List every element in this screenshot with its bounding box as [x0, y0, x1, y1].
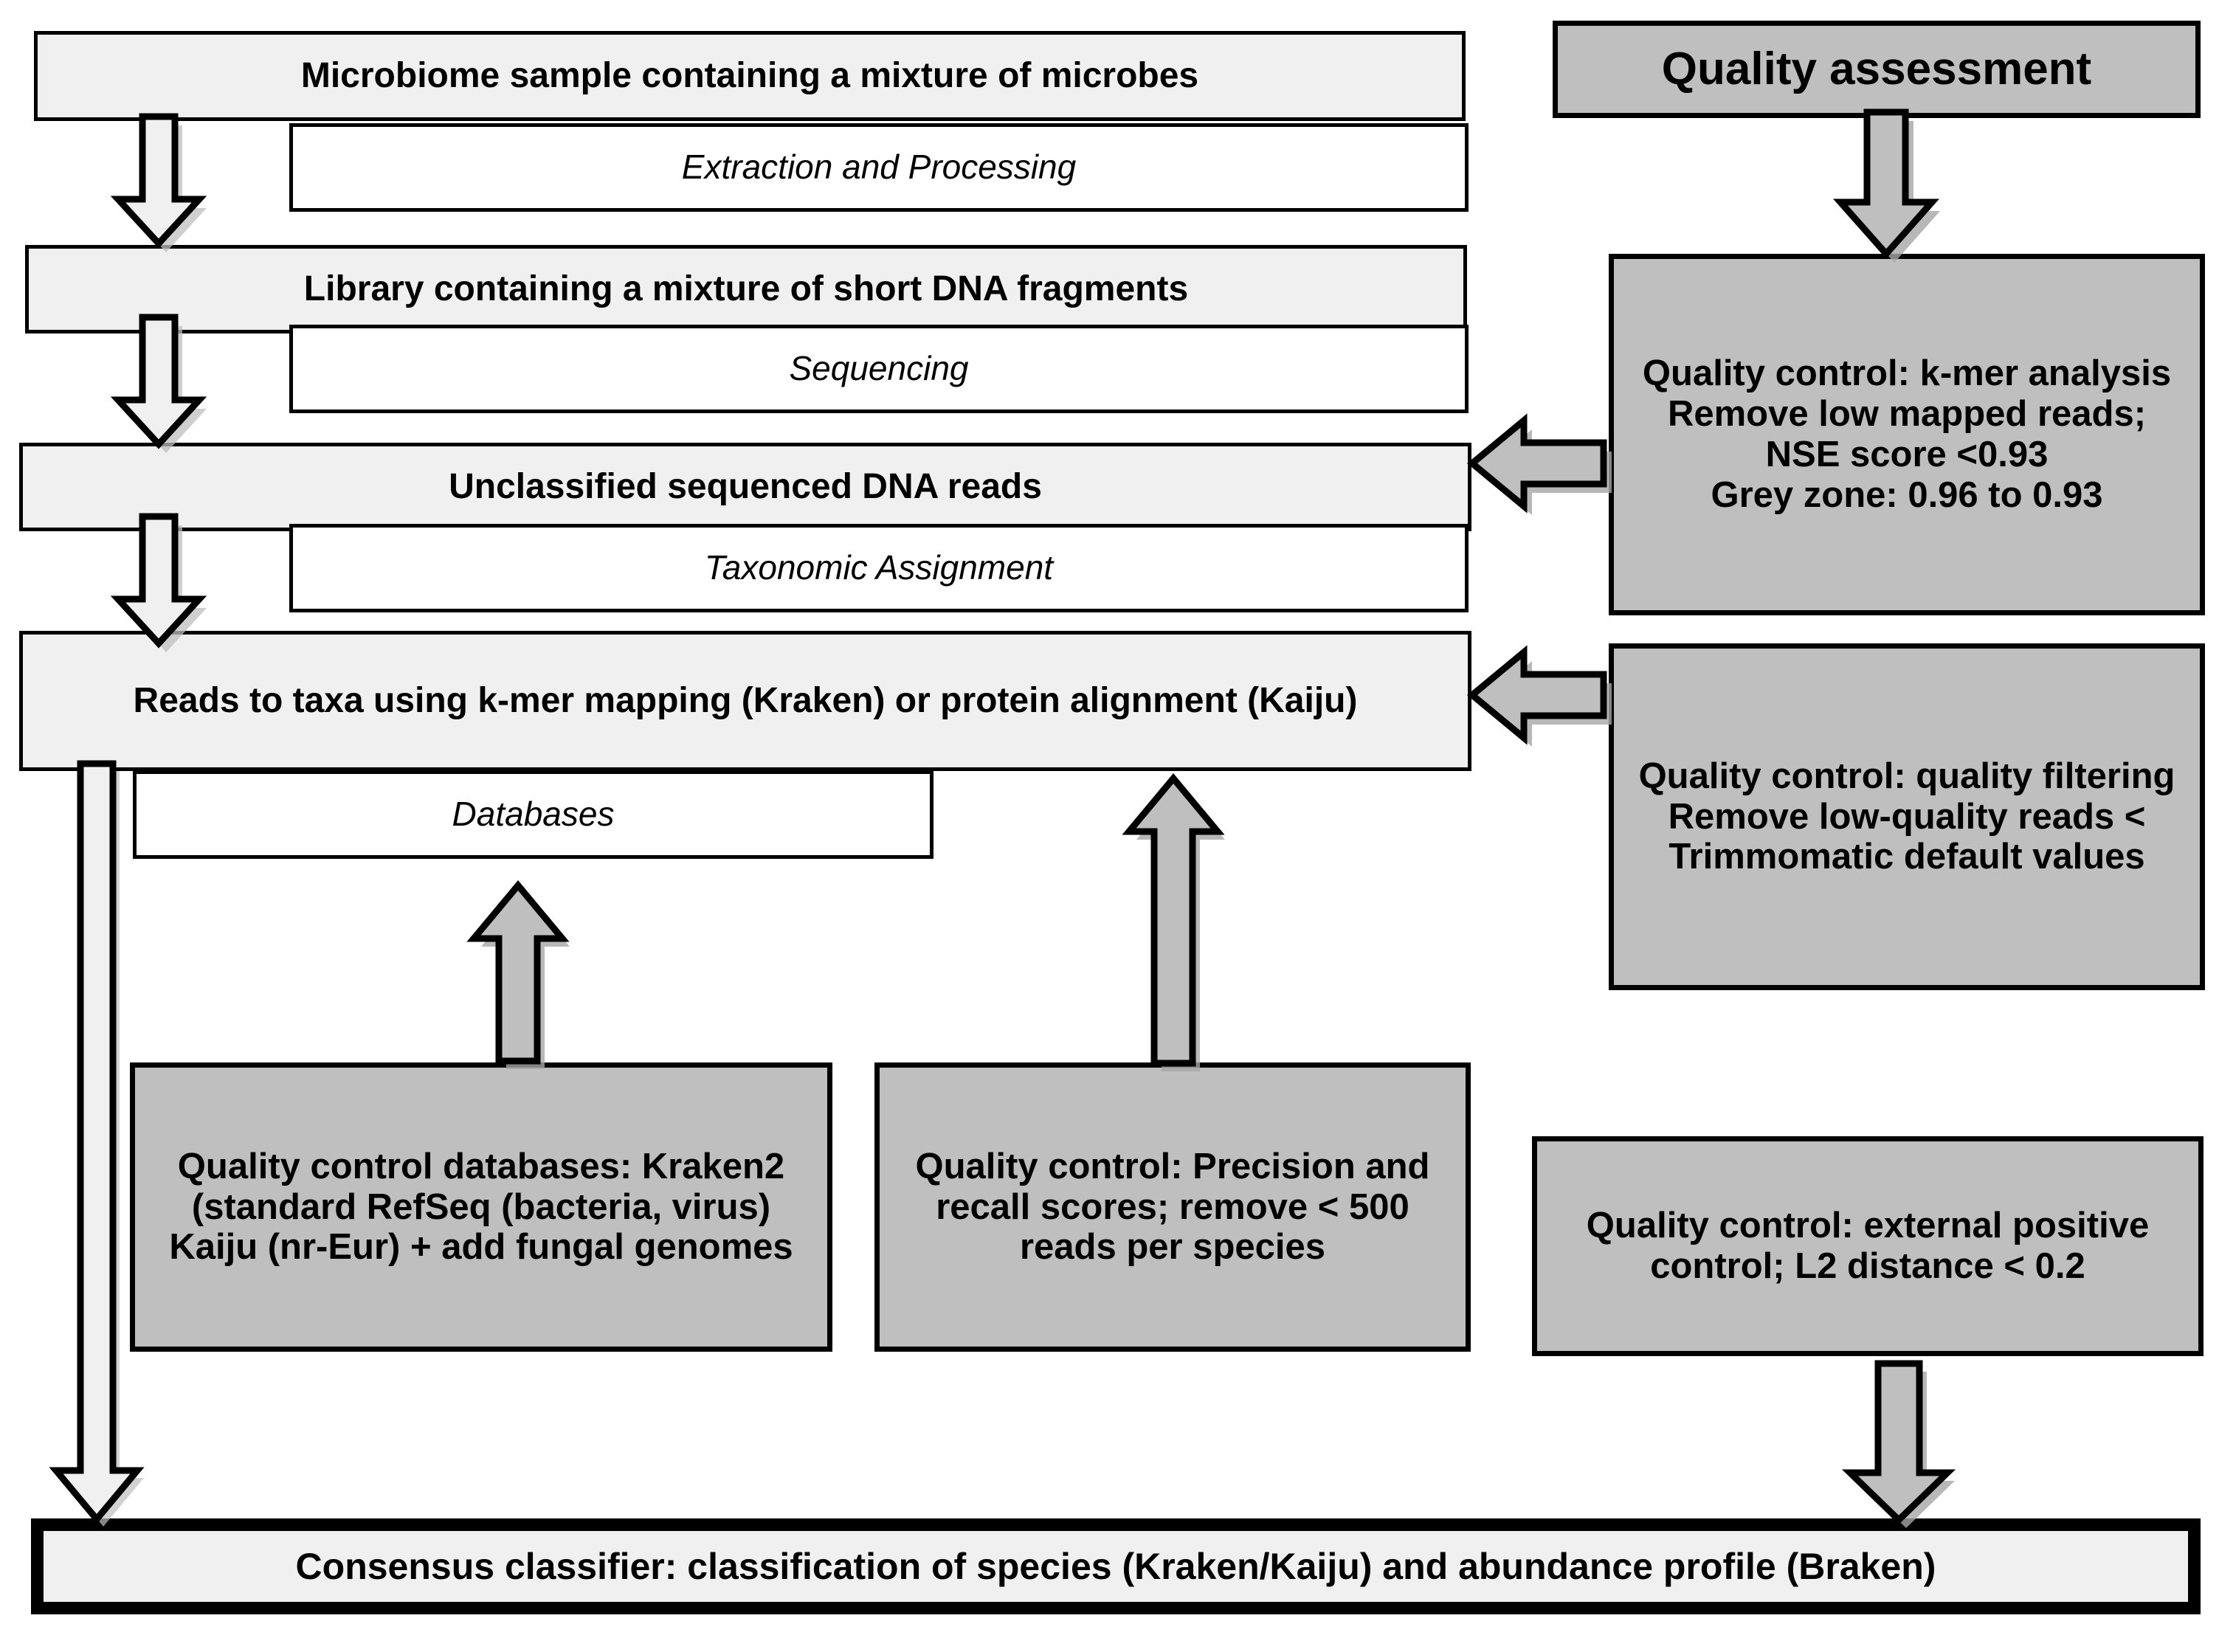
arrow-qc-kmer-to-reads [1466, 413, 1612, 525]
process-label-taxonomic-text: Taxonomic Assignment [704, 548, 1054, 587]
qc-box-external-label: Quality control: external positive contr… [1586, 1206, 2150, 1286]
pipeline-box-library-label: Library containing a mixture of short DN… [303, 269, 1189, 309]
arrow-taxa-to-consensus [49, 760, 152, 1531]
qc-box-precision-label: Quality control: Precision and recall sc… [915, 1146, 1430, 1268]
arrow-assessment-to-qc-kmer [1833, 108, 1948, 267]
process-label-databases: Databases [133, 770, 934, 859]
process-label-databases-text: Databases [452, 795, 615, 834]
process-label-sequencing: Sequencing [289, 325, 1469, 413]
pipeline-box-sample: Microbiome sample containing a mixture o… [34, 31, 1466, 121]
output-box-consensus-label: Consensus classifier: classification of … [295, 1546, 1936, 1587]
arrow-qc-filtering-to-taxa [1466, 645, 1612, 757]
arrow-qc-precision-to-taxa [1122, 773, 1231, 1074]
arrow-sample-to-library [110, 113, 214, 257]
pipeline-box-reads-label: Unclassified sequenced DNA reads [449, 467, 1042, 507]
pipeline-box-taxa: Reads to taxa using k-mer mapping (Krake… [19, 631, 1471, 771]
qc-box-precision: Quality control: Precision and recall sc… [874, 1062, 1471, 1352]
pipeline-box-library: Library containing a mixture of short DN… [25, 245, 1467, 333]
process-label-extraction: Extraction and Processing [289, 123, 1469, 212]
pipeline-box-taxa-label: Reads to taxa using k-mer mapping (Krake… [133, 681, 1358, 721]
arrow-library-to-reads [110, 314, 214, 457]
qc-box-databases: Quality control databases: Kraken2 (stan… [130, 1062, 832, 1352]
process-label-taxonomic: Taxonomic Assignment [289, 524, 1469, 612]
qc-box-databases-label: Quality control databases: Kraken2 (stan… [169, 1146, 793, 1268]
quality-assessment-title-box: Quality assessment [1553, 21, 2201, 118]
arrow-qc-databases-to-databases [466, 879, 576, 1070]
quality-assessment-title-label: Quality assessment [1661, 44, 2092, 95]
pipeline-box-sample-label: Microbiome sample containing a mixture o… [300, 56, 1199, 96]
arrow-reads-to-taxa [110, 513, 214, 657]
arrow-qc-external-to-consensus [1841, 1360, 1967, 1530]
qc-box-external: Quality control: external positive contr… [1532, 1136, 2204, 1356]
output-box-consensus: Consensus classifier: classification of … [31, 1518, 2201, 1614]
pipeline-box-reads: Unclassified sequenced DNA reads [19, 443, 1471, 531]
process-label-extraction-text: Extraction and Processing [681, 148, 1077, 187]
process-label-sequencing-text: Sequencing [789, 349, 969, 388]
